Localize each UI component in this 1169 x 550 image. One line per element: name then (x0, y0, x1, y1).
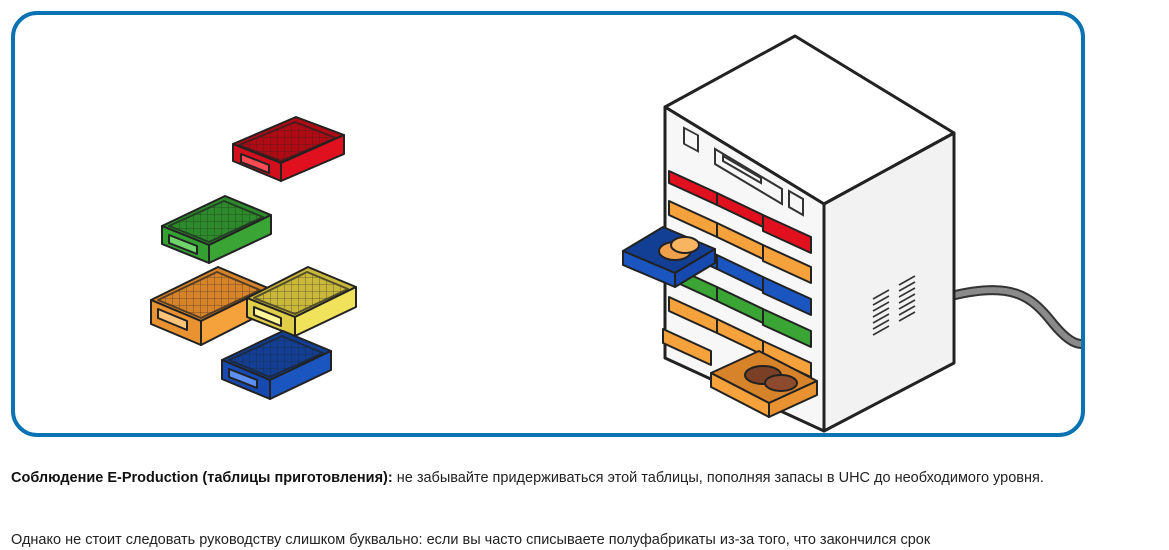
tray-yellow (246, 266, 357, 337)
tray-blue (221, 330, 332, 400)
paragraph-cut-off: Однако не стоит следовать руководству сл… (11, 530, 1071, 550)
tray-orange-pulled (710, 350, 818, 418)
control-panel (683, 126, 804, 217)
paragraph-bold-lead: Соблюдение E-Production (таблицы пригото… (11, 470, 393, 486)
vent-slots (872, 275, 916, 336)
illustration-frame (11, 11, 1085, 437)
uhc-cabinet-illustration (150, 34, 1081, 433)
paragraph-text: Однако не стоит следовать руководству сл… (11, 532, 931, 548)
tray-green (161, 195, 272, 264)
paragraph-euro-production: Соблюдение E-Production (таблицы пригото… (11, 468, 1071, 488)
tray-blue-pulled (622, 226, 716, 288)
paragraph-text: не забывайте придерживаться этой таблицы… (392, 470, 1044, 486)
tray-red (232, 116, 345, 182)
